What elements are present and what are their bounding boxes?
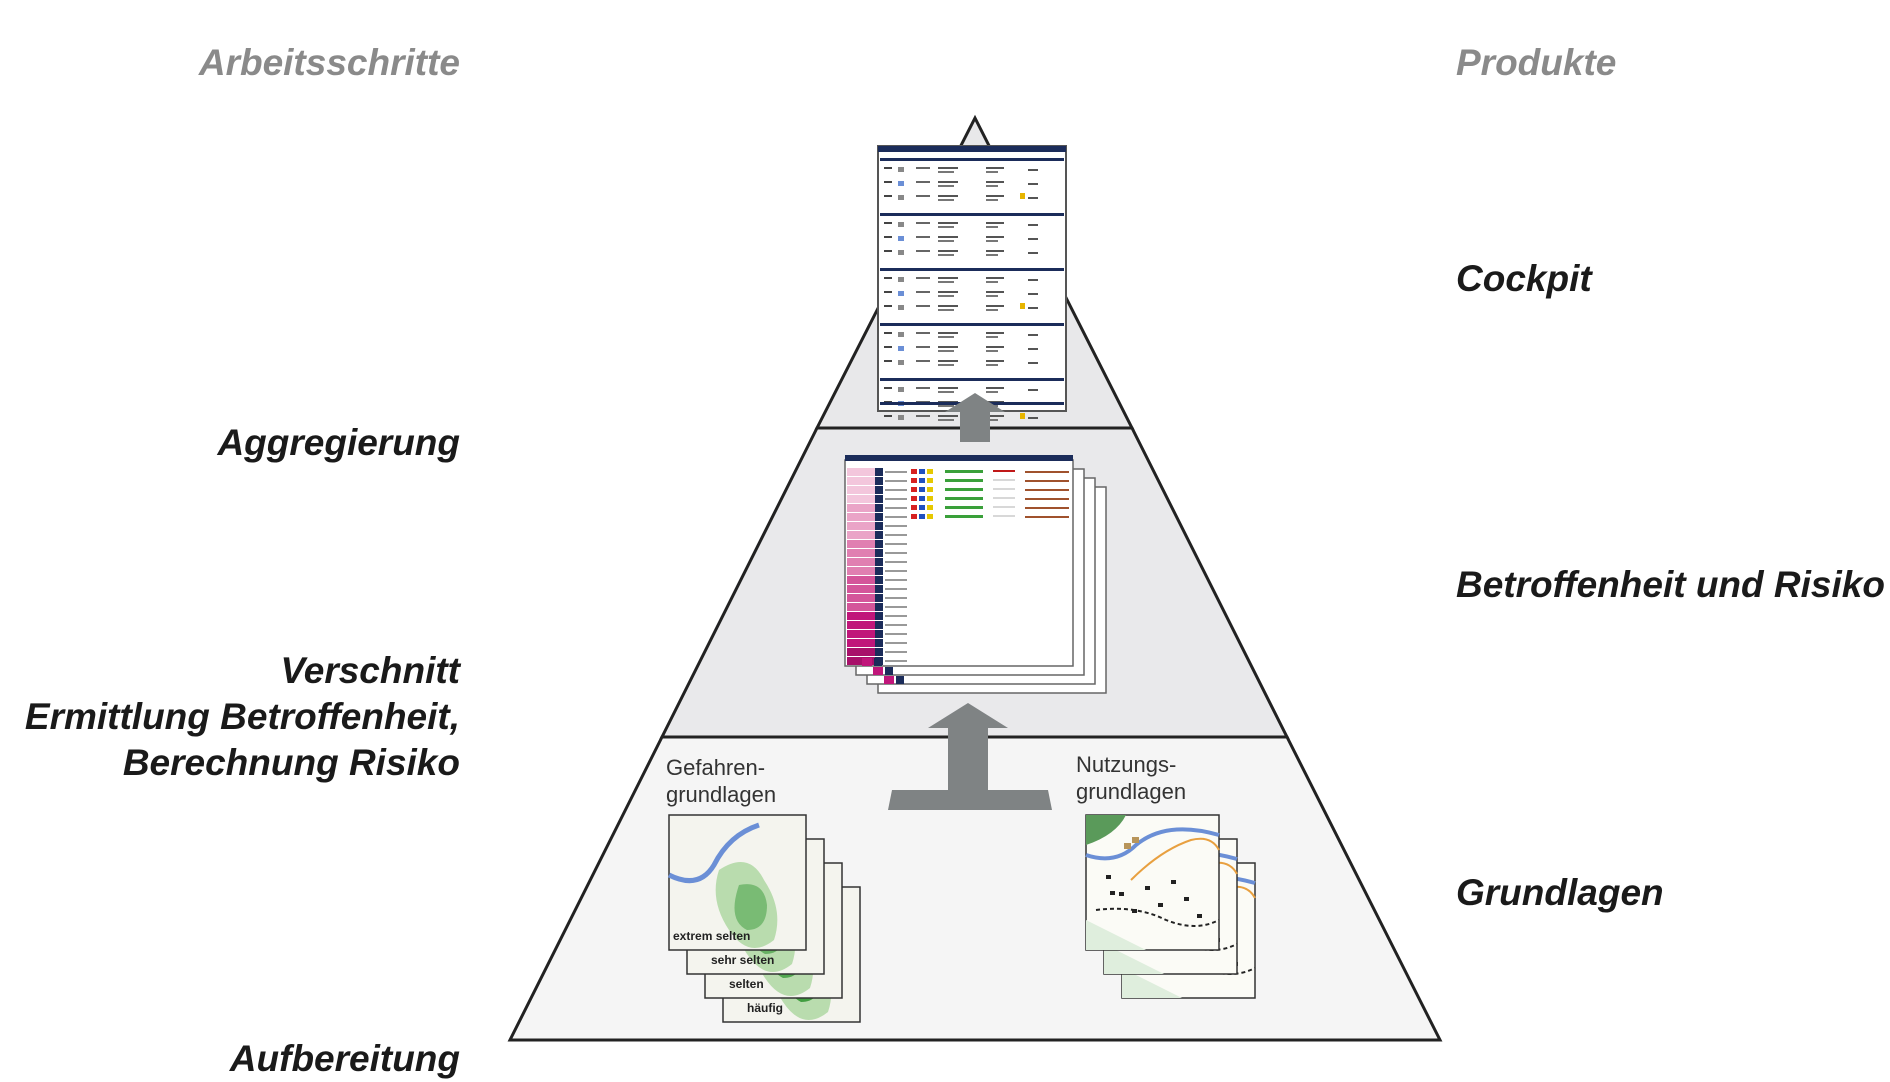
hazard-map-label: extrem selten [673, 929, 750, 943]
hazard-map-label: sehr selten [711, 953, 774, 967]
step-preparation: Aufbereitung [229, 1038, 460, 1079]
step-aggregation: Aggregierung [217, 422, 460, 463]
usage-map-sheet [1085, 814, 1220, 951]
hazard-map-label: häufig [747, 1001, 783, 1015]
up-arrow-to-cockpit [945, 393, 1005, 442]
usage-map-stack [1085, 814, 1256, 999]
hazard-map-stack: häufig selten sehr selten extrem selten [667, 814, 861, 1023]
product-impact-risk: Betroffenheit und Risiko [1456, 564, 1885, 605]
step-intersection-line2: Ermittlung Betroffenheit, [24, 696, 460, 737]
hazard-basics-label-line2: grundlagen [666, 782, 777, 807]
usage-basics-label-line2: grundlagen [1076, 779, 1187, 804]
cockpit-document [877, 145, 1067, 421]
up-arrow-to-risk [888, 703, 1052, 810]
header-products: Produkte [1456, 42, 1617, 83]
product-cockpit: Cockpit [1456, 258, 1592, 299]
usage-basics-label-line1: Nutzungs- [1076, 752, 1177, 777]
hazard-map-label: selten [729, 977, 764, 991]
header-work-steps: Arbeitsschritte [198, 42, 460, 83]
step-intersection-line1: Verschnitt [280, 650, 460, 691]
risk-table-stack [844, 455, 1107, 694]
hazard-map-sheet: extrem selten [667, 814, 807, 951]
product-basics: Grundlagen [1456, 872, 1664, 913]
step-intersection-line3: Berechnung Risiko [122, 742, 460, 783]
hazard-basics-label-line1: Gefahren- [666, 755, 766, 780]
